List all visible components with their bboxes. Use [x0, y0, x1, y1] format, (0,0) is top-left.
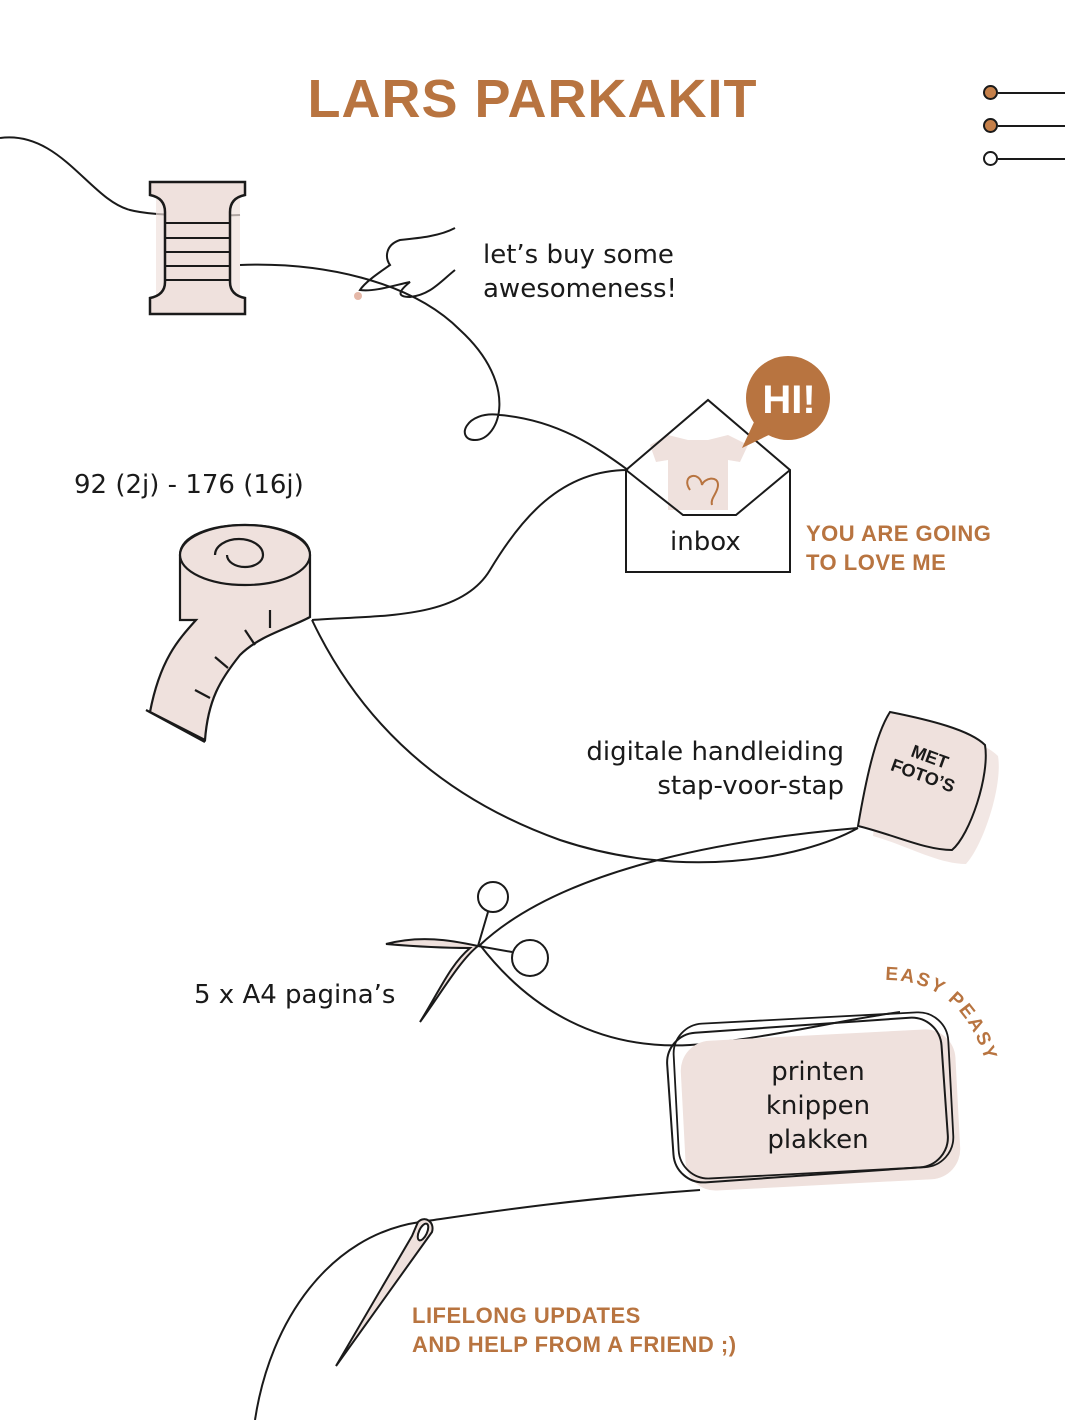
empty-dot-icon	[983, 151, 998, 166]
inbox-tagline-line-1: YOU ARE GOING	[806, 521, 992, 546]
buy-text-line-1: let’s buy some	[483, 240, 674, 270]
step-indicator-1[interactable]	[980, 82, 1065, 106]
buy-text-line-2: awesomeness!	[483, 274, 677, 304]
page-title: LARS PARKAKIT	[307, 69, 758, 129]
manual-text: digitale handleiding stap-voor-stap	[560, 735, 844, 803]
diy-text-line-2: knippen	[765, 1091, 871, 1121]
support-text-line-2: AND HELP FROM A FRIEND ;)	[412, 1332, 737, 1357]
pointing-hand-icon	[358, 227, 456, 299]
scissors-icon	[385, 881, 549, 1023]
diy-card	[666, 1011, 961, 1191]
inbox-tagline-line-2: TO LOVE ME	[806, 550, 947, 575]
touch-point-dot	[354, 292, 362, 300]
photo-badge	[856, 710, 999, 864]
diy-text-line-1: printen	[771, 1057, 865, 1087]
diy-text-line-3: plakken	[767, 1125, 869, 1155]
size-range-label: 92 (2j) - 176 (16j)	[74, 470, 304, 500]
step-indicator-2[interactable]	[980, 115, 1065, 139]
support-text: LIFELONG UPDATES AND HELP FROM A FRIEND …	[412, 1301, 737, 1359]
inbox-label: inbox	[670, 527, 741, 557]
envelope-icon	[625, 398, 791, 573]
filled-dot-icon	[983, 85, 998, 100]
speech-bubble-text: HI!	[762, 378, 815, 422]
needle-icon	[335, 1218, 434, 1367]
diy-text: printen knippen plakken	[718, 1055, 918, 1157]
buy-text: let’s buy some awesomeness!	[483, 238, 677, 306]
thread-spool-icon	[148, 180, 247, 316]
step-indicator-3[interactable]	[980, 148, 1065, 172]
manual-text-line-2: stap-voor-stap	[657, 771, 844, 801]
inbox-tagline: YOU ARE GOING TO LOVE ME	[806, 519, 991, 577]
measuring-tape-icon	[145, 523, 312, 743]
speech-bubble-icon	[742, 356, 830, 448]
manual-text-line-1: digitale handleiding	[586, 737, 844, 767]
filled-dot-icon	[983, 118, 998, 133]
support-text-line-1: LIFELONG UPDATES	[412, 1303, 641, 1328]
pages-label: 5 x A4 pagina’s	[194, 980, 396, 1010]
thread-line	[0, 136, 901, 1420]
brand-logo-icon	[686, 475, 720, 506]
